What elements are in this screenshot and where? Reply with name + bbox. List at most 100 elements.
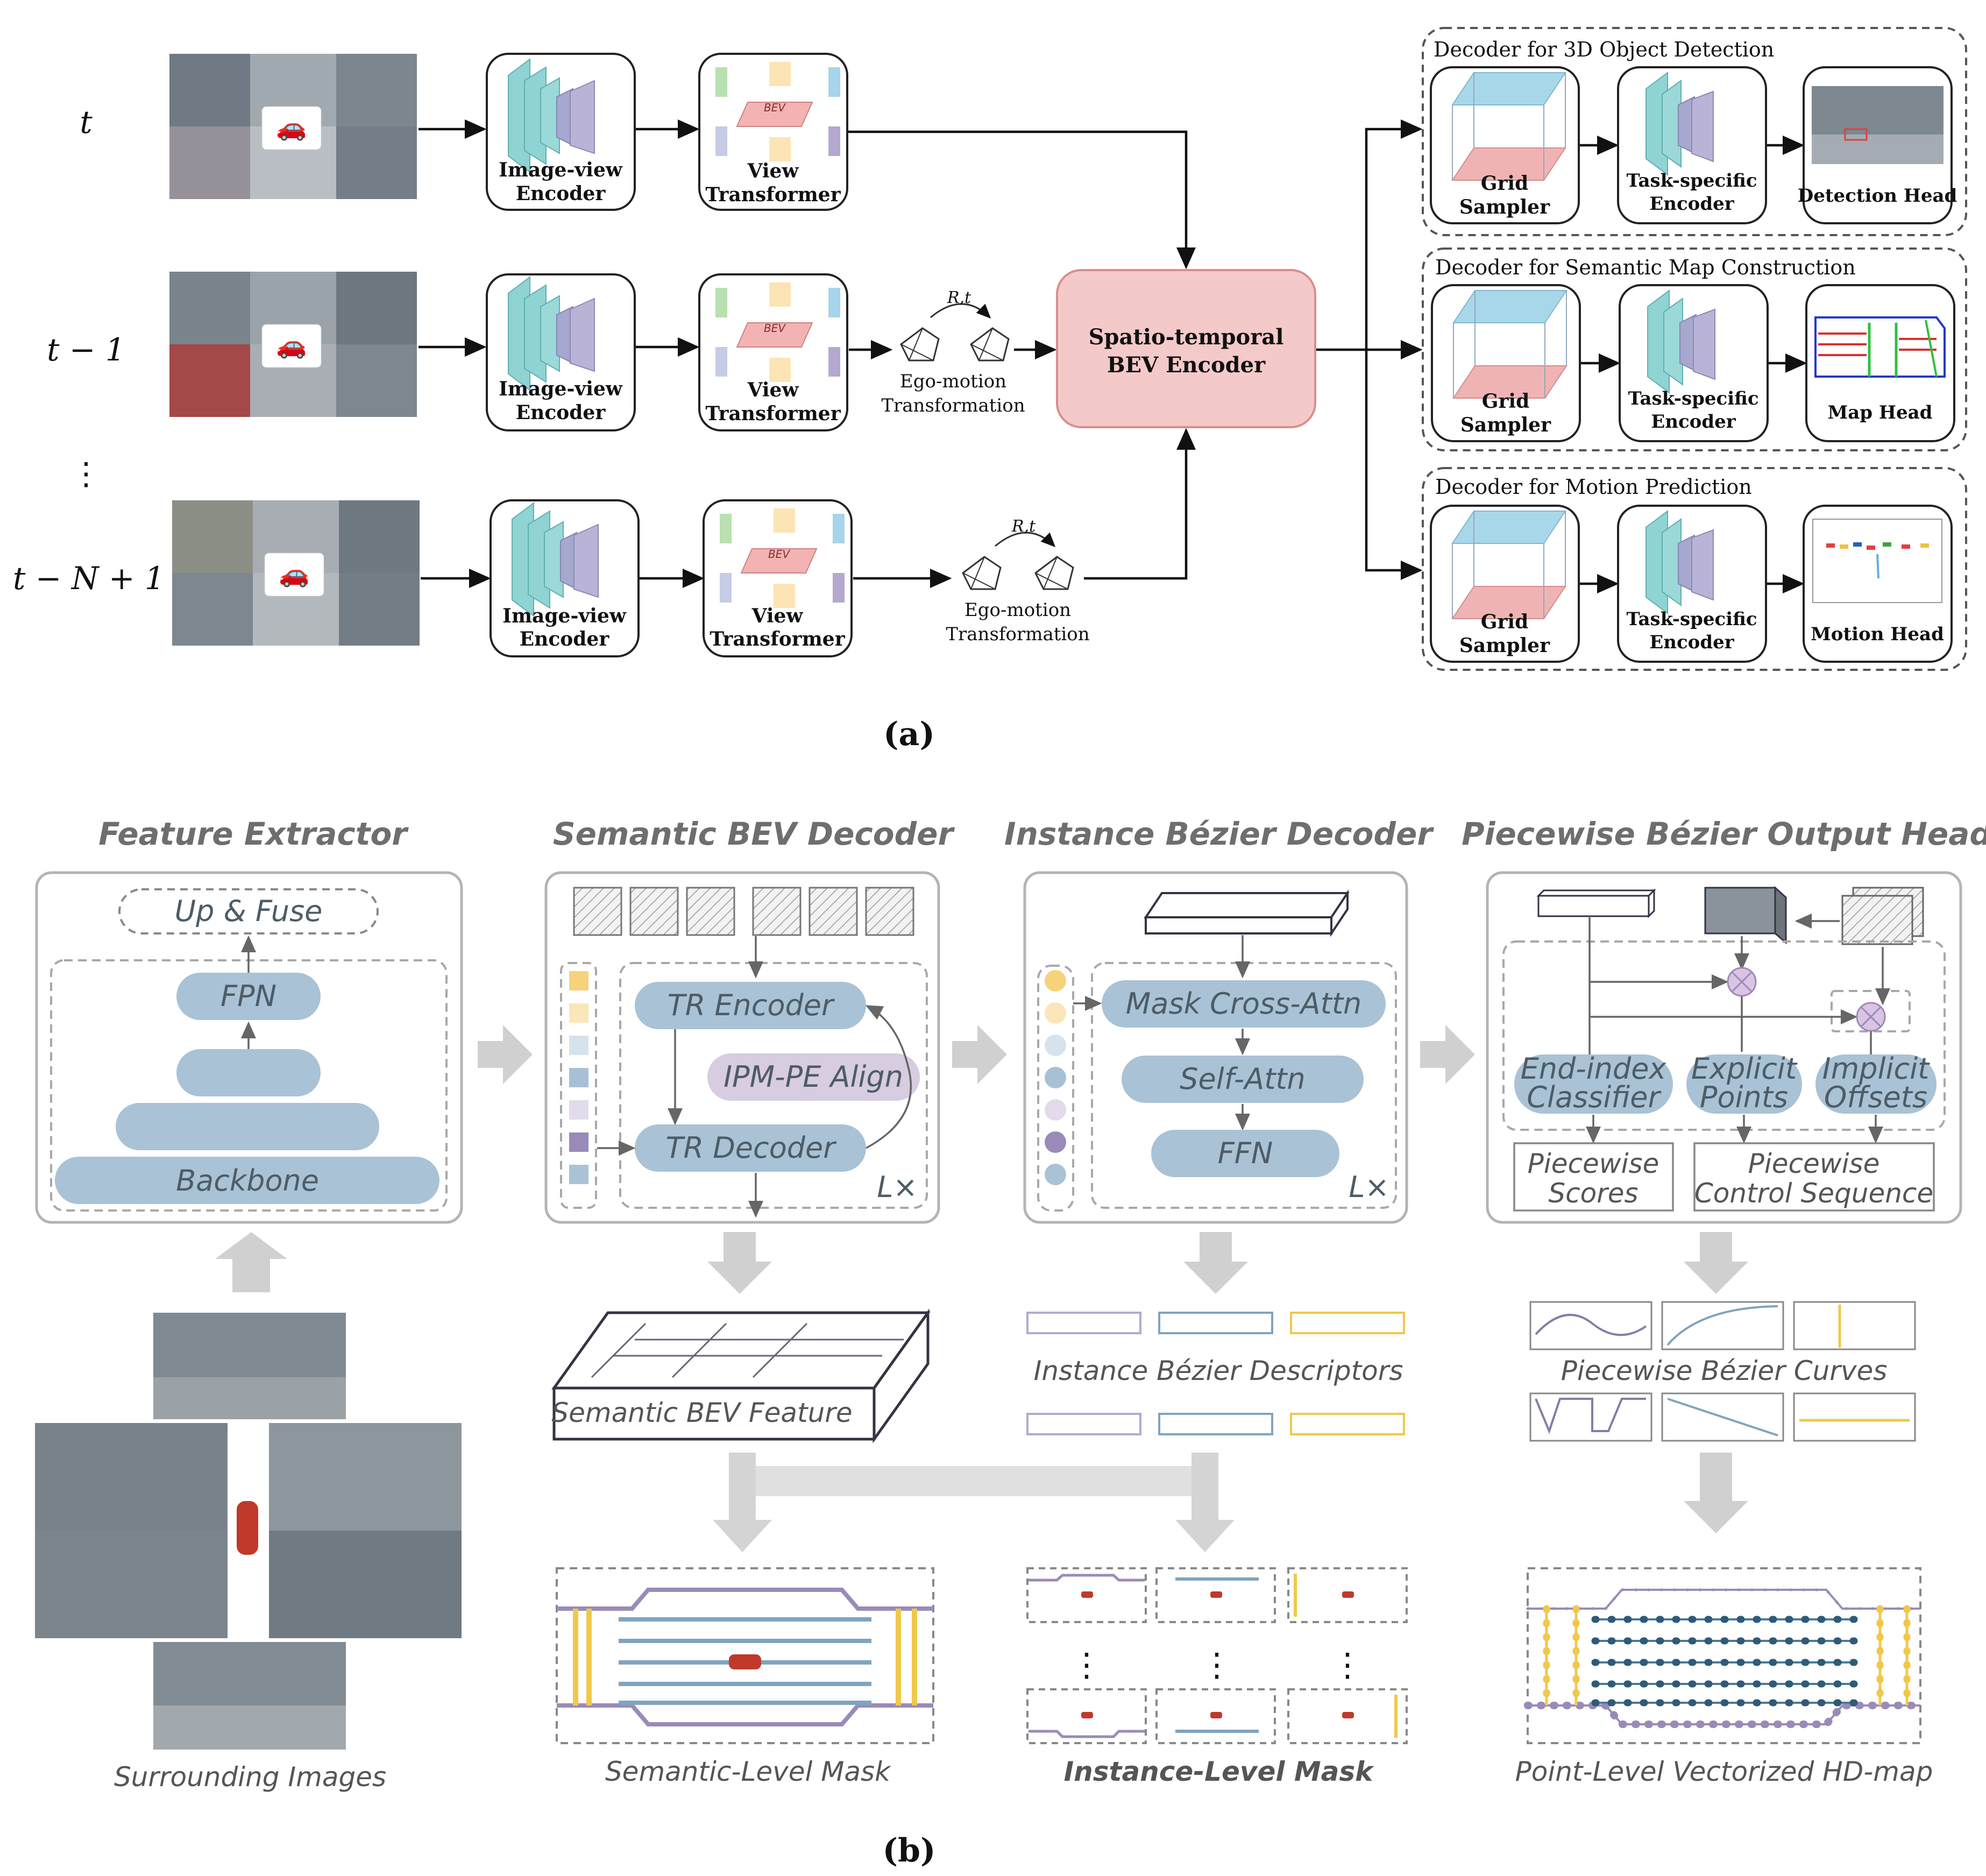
task-encoder-label: Task-specific — [1626, 170, 1757, 192]
piecewise-bezier-curves: Piecewise Bézier Curves — [1529, 1301, 1916, 1442]
map-head-label: Map Head — [1828, 402, 1933, 423]
explicit-points-label: Points — [1700, 1080, 1788, 1114]
grid-sampler-label: Sampler — [1459, 196, 1550, 218]
view-transformer-t-n-1 — [703, 499, 853, 657]
mask-cross-attn-label: Mask Cross-Attn — [1126, 987, 1361, 1021]
bev-tag: BEV — [764, 101, 786, 114]
section-arrow — [478, 1025, 533, 1084]
instance-bezier-decoder: Mask Cross-Attn Self-Attn FFN L× — [1023, 871, 1408, 1224]
image-view-encoder-label: Encoder — [516, 182, 606, 205]
grid-sampler-label: Sampler — [1460, 414, 1551, 436]
instance-bezier-descriptors-label: Instance Bézier Descriptors — [1034, 1355, 1403, 1386]
image-view-encoder-label: Image-view — [499, 378, 623, 400]
instance-level-mask: ⋮ ⋮ ⋮ Instance-Level Mask — [1026, 1567, 1408, 1787]
point-level-hdmap: Point-Level Vectorized HD-map — [1515, 1567, 1933, 1787]
motion-head-label: Motion Head — [1811, 624, 1944, 645]
bev-tag: BEV — [764, 322, 786, 335]
section-arrow — [1420, 1025, 1475, 1084]
piecewise-control-label: Piecewise — [1748, 1148, 1880, 1179]
caption-a: (a) — [883, 716, 935, 753]
backbone-label: Backbone — [176, 1164, 319, 1198]
image-view-encoder-label: Encoder — [516, 401, 606, 424]
feature-extractor: Up & Fuse FPN Backbone — [35, 871, 463, 1224]
piecewise-control-label: Control Sequence — [1694, 1178, 1933, 1209]
end-index-label: End-index — [1521, 1052, 1667, 1086]
instance-level-mask-label: Instance-Level Mask — [1064, 1756, 1375, 1787]
ego-motion-label: Transformation — [946, 624, 1089, 645]
task-encoder-label: Task-specific — [1628, 388, 1758, 409]
decoder-title: Decoder for 3D Object Detection — [1434, 38, 1774, 61]
l-times-label: L× — [1349, 1170, 1389, 1204]
caption-b: (b) — [883, 1832, 936, 1870]
panel-b: Feature Extractor Semantic BEV Decoder I… — [35, 816, 1986, 1870]
piecewise-bezier-output-head: End-index Classifier Explicit Points Imp… — [1486, 871, 1962, 1224]
piecewise-scores-label: Piecewise — [1528, 1148, 1659, 1179]
time-label-t: t — [80, 104, 93, 140]
ffn-label: FFN — [1218, 1136, 1273, 1170]
big-up-arrow — [215, 1232, 287, 1292]
camera-images-t: 🚗 — [169, 54, 417, 199]
camera-images-t-n-1: 🚗 — [172, 500, 420, 646]
instance-bezier-descriptors: Instance Bézier Descriptors — [1026, 1312, 1405, 1435]
up-fuse-label: Up & Fuse — [175, 894, 323, 928]
detection-head-label: Detection Head — [1798, 185, 1957, 207]
task-encoder-label: Task-specific — [1626, 608, 1757, 630]
map-head-illustration — [1814, 316, 1946, 378]
task-encoder-label: Encoder — [1649, 632, 1734, 653]
implicit-offsets-label: Implicit — [1822, 1052, 1931, 1086]
explicit-points-label: Explicit — [1691, 1052, 1798, 1086]
grid-sampler-label: Grid — [1481, 172, 1529, 195]
connector-bar — [713, 1453, 1235, 1552]
l-times-label: L× — [877, 1170, 917, 1204]
surrounding-images: Surrounding Images — [35, 1313, 462, 1793]
image-view-encoder-label: Image-view — [499, 159, 623, 181]
ego-motion-label: Transformation — [881, 395, 1025, 416]
piecewise-scores-label: Scores — [1548, 1178, 1638, 1209]
motion-head-illustration — [1812, 519, 1942, 603]
st-encoder-label: Spatio-temporal — [1089, 324, 1284, 350]
section-title-feature-extractor: Feature Extractor — [98, 816, 409, 852]
ego-motion-t-1: R,t Ego-motion Transformation — [881, 288, 1025, 416]
time-label-ellipsis: ⋮ — [70, 455, 102, 492]
decoder-title: Decoder for Semantic Map Construction — [1435, 256, 1856, 279]
panel-a: t t − 1 ⋮ t − N + 1 🚗 🚗 🚗 Image-view — [13, 27, 1967, 753]
image-view-encoder-label: Encoder — [520, 628, 610, 650]
ipm-pe-align-label: IPM-PE Align — [724, 1060, 903, 1094]
semantic-bev-decoder: TR Encoder IPM-PE Align TR Decoder L× — [544, 871, 940, 1224]
section-title-semantic-bev-decoder: Semantic BEV Decoder — [553, 816, 955, 852]
ego-motion-rt: R,t — [1011, 517, 1036, 536]
semantic-level-mask-label: Semantic-Level Mask — [605, 1756, 891, 1787]
decoder-detection: Decoder for 3D Object Detection Grid Sam… — [1422, 27, 1967, 236]
down-arrow — [1684, 1453, 1748, 1533]
bev-tag: BEV — [768, 548, 790, 561]
semantic-bev-feature: Semantic BEV Feature — [551, 1308, 931, 1443]
decoder-motion: Decoder for Motion Prediction Grid Sampl… — [1422, 467, 1967, 671]
time-label-t-1: t − 1 — [47, 331, 125, 368]
down-arrow — [1684, 1232, 1748, 1294]
car-icon: 🚗 — [276, 330, 307, 359]
view-transformer-label: Transformer — [705, 183, 841, 206]
view-transformer-t — [698, 53, 848, 211]
view-transformer-label: View — [747, 379, 799, 401]
vertical-ellipsis-icon: ⋮ — [1201, 1646, 1233, 1684]
task-encoder-label: Encoder — [1649, 193, 1734, 215]
grid-sampler-label: Grid — [1482, 390, 1530, 413]
ego-car-icon — [729, 1654, 761, 1669]
ego-motion-t-n-1: R,t Ego-motion Transformation — [946, 517, 1089, 645]
view-transformer-label: View — [747, 160, 799, 182]
ego-motion-rt: R,t — [947, 288, 971, 307]
image-view-encoder-label: Image-view — [502, 605, 627, 627]
descriptor-row — [1026, 1312, 1405, 1334]
vertical-ellipsis-icon: ⋮ — [1070, 1646, 1103, 1684]
implicit-offsets-label: Offsets — [1824, 1080, 1927, 1114]
ego-motion-label: Ego-motion — [964, 599, 1071, 621]
self-attn-label: Self-Attn — [1180, 1062, 1306, 1096]
decoder-semantic-map: Decoder for Semantic Map Construction Gr… — [1422, 247, 1967, 451]
piecewise-bezier-curves-label: Piecewise Bézier Curves — [1561, 1355, 1888, 1386]
view-transformer-label: View — [751, 605, 804, 627]
section-title-instance-bezier-decoder: Instance Bézier Decoder — [1004, 816, 1434, 852]
car-icon: 🚗 — [279, 559, 309, 588]
end-index-label: Classifier — [1527, 1080, 1661, 1114]
point-level-hdmap-label: Point-Level Vectorized HD-map — [1515, 1756, 1933, 1787]
